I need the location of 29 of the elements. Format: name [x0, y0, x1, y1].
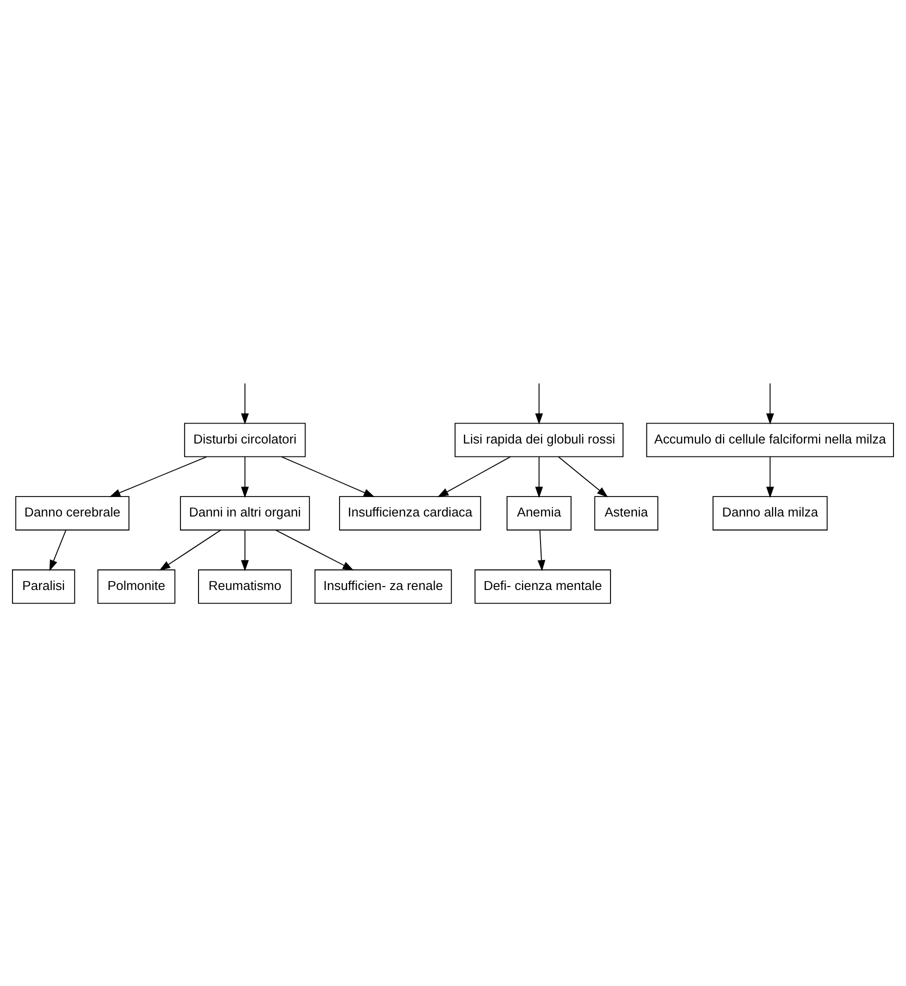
arrow — [109, 456, 208, 498]
arrow — [275, 530, 354, 570]
arrow — [159, 530, 222, 571]
arrow — [535, 456, 543, 498]
arrow — [535, 382, 543, 424]
arrow — [281, 456, 375, 498]
arrow — [241, 456, 249, 498]
node-box: Accumulo di cellule falciformi nella milza — [646, 422, 894, 458]
node-box: Anemia — [506, 496, 572, 530]
node-box: Defi- cienza mentale — [474, 569, 611, 604]
arrow — [241, 382, 249, 424]
arrow — [437, 456, 511, 498]
node-box: Reumatismo — [198, 569, 292, 604]
node-box: Insufficienza cardiaca — [339, 496, 482, 530]
node-box: Polmonite — [97, 569, 176, 604]
node-box: Danno alla milza — [712, 496, 828, 530]
arrow — [766, 382, 774, 424]
arrow — [49, 530, 66, 572]
node-box: Disturbi circolatori — [184, 422, 306, 458]
node-box: Danni in altri organi — [180, 496, 310, 530]
node-box: Danno cerebrale — [15, 496, 130, 530]
arrow — [538, 530, 546, 572]
arrow — [241, 530, 249, 572]
node-box: Paralisi — [12, 569, 76, 604]
arrow — [766, 456, 774, 498]
node-box: Astenia — [594, 496, 658, 530]
arrow — [558, 456, 608, 498]
node-box: Insufficien- za renale — [314, 569, 452, 604]
node-box: Lisi rapida dei globuli rossi — [454, 422, 624, 458]
